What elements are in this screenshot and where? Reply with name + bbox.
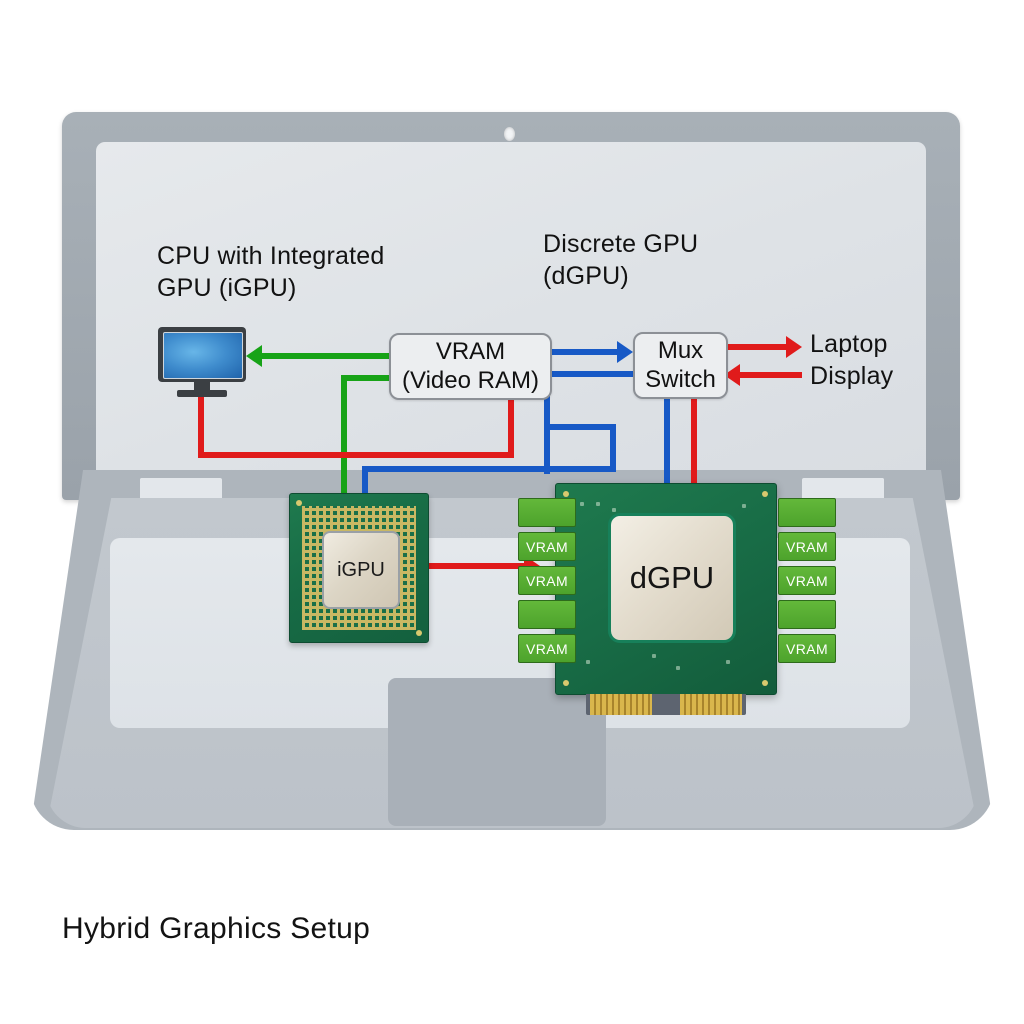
vram-module: VRAM — [518, 634, 576, 663]
vram-module — [518, 498, 576, 527]
dgpu-card[interactable]: dGPU — [555, 483, 777, 715]
vram-module-label: VRAM — [525, 538, 569, 555]
wire-green-vram-to-monitor — [262, 353, 390, 359]
label-display-line1: Laptop — [810, 330, 888, 358]
vram-module — [778, 498, 836, 527]
label-laptop-display: Laptop Display — [810, 328, 893, 392]
arrowhead-green-monitor — [246, 345, 262, 367]
igpu-die: iGPU — [322, 531, 400, 609]
diagram-caption: Hybrid Graphics Setup — [62, 912, 371, 945]
mux-switch-box[interactable]: Mux Switch — [633, 332, 728, 399]
label-dgpu-line2: (dGPU) — [543, 262, 629, 290]
dgpu-corner-mark-bl — [563, 680, 569, 686]
vram-module: VRAM — [778, 532, 836, 561]
wire-blue-mux-to-dgpu — [664, 395, 670, 517]
label-cpu-line1: CPU with Integrated — [157, 242, 385, 270]
monitor-screen — [163, 332, 243, 379]
igpu-die-label: iGPU — [337, 558, 385, 581]
wire-red-up-to-vram — [508, 396, 514, 458]
vram-module — [778, 600, 836, 629]
wire-red-mux-to-display — [727, 344, 791, 350]
dgpu-die-label: dGPU — [629, 560, 715, 595]
label-discrete-gpu: Discrete GPU (dGPU) — [543, 228, 698, 292]
wire-blue-low-h — [362, 466, 616, 472]
vram-module — [518, 600, 576, 629]
wire-blue-vram-to-mux-top — [548, 349, 620, 355]
vram-module-label: VRAM — [525, 640, 569, 657]
igpu-corner-mark-br — [416, 630, 422, 636]
vram-module-label: VRAM — [785, 572, 829, 589]
label-cpu-line2: GPU (iGPU) — [157, 274, 297, 302]
monitor-stand-base — [177, 390, 227, 397]
dgpu-corner-mark-tr — [762, 491, 768, 497]
vram-module-label: VRAM — [525, 572, 569, 589]
arrowhead-red-mux — [724, 364, 740, 386]
wire-red-display-to-mux — [740, 372, 802, 378]
vram-box-line2: (Video RAM) — [402, 366, 539, 394]
vram-module: VRAM — [518, 532, 576, 561]
webcam-icon — [504, 127, 515, 141]
monitor-neck — [194, 382, 210, 391]
vram-module: VRAM — [778, 566, 836, 595]
vram-box-line1: VRAM — [435, 338, 506, 366]
dgpu-corner-mark-tl — [563, 491, 569, 497]
wire-red-bottom-h — [198, 452, 514, 458]
vram-module-label: VRAM — [785, 640, 829, 657]
dgpu-die: dGPU — [608, 513, 736, 643]
igpu-corner-mark-tl — [296, 500, 302, 506]
igpu-chip-package[interactable]: iGPU — [289, 493, 429, 643]
label-dgpu-line1: Discrete GPU — [543, 230, 699, 258]
wire-green-vram-down-h — [341, 375, 393, 381]
label-cpu-integrated-gpu: CPU with Integrated GPU (iGPU) — [157, 240, 385, 304]
vram-module: VRAM — [778, 634, 836, 663]
dgpu-corner-mark-br — [762, 680, 768, 686]
external-monitor-icon — [158, 327, 246, 399]
arrowhead-blue-mux — [617, 341, 633, 363]
wire-blue-step-v — [610, 424, 616, 472]
wire-blue-mid-h — [544, 424, 616, 430]
wire-red-monitor-down — [198, 396, 204, 458]
laptop-trackpad — [388, 678, 606, 826]
dgpu-vram-stack-left: VRAM VRAM VRAM — [518, 498, 576, 668]
label-display-line2: Display — [810, 362, 894, 390]
arrowhead-red-display — [786, 336, 802, 358]
dgpu-vram-stack-right: VRAM VRAM VRAM — [778, 498, 836, 668]
vram-module: VRAM — [518, 566, 576, 595]
wire-red-mux-to-dgpu — [691, 395, 697, 517]
vram-module-label: VRAM — [785, 538, 829, 555]
mux-box-line2: Switch — [645, 365, 716, 393]
wire-red-igpu-dgpu — [404, 563, 528, 569]
mux-box-line1: Mux — [657, 337, 704, 365]
vram-box[interactable]: VRAM (Video RAM) — [389, 333, 552, 400]
dgpu-edge-connector — [586, 694, 746, 715]
wire-green-vram-down-v — [341, 375, 347, 519]
wire-blue-vram-to-mux-bottom — [548, 371, 634, 377]
